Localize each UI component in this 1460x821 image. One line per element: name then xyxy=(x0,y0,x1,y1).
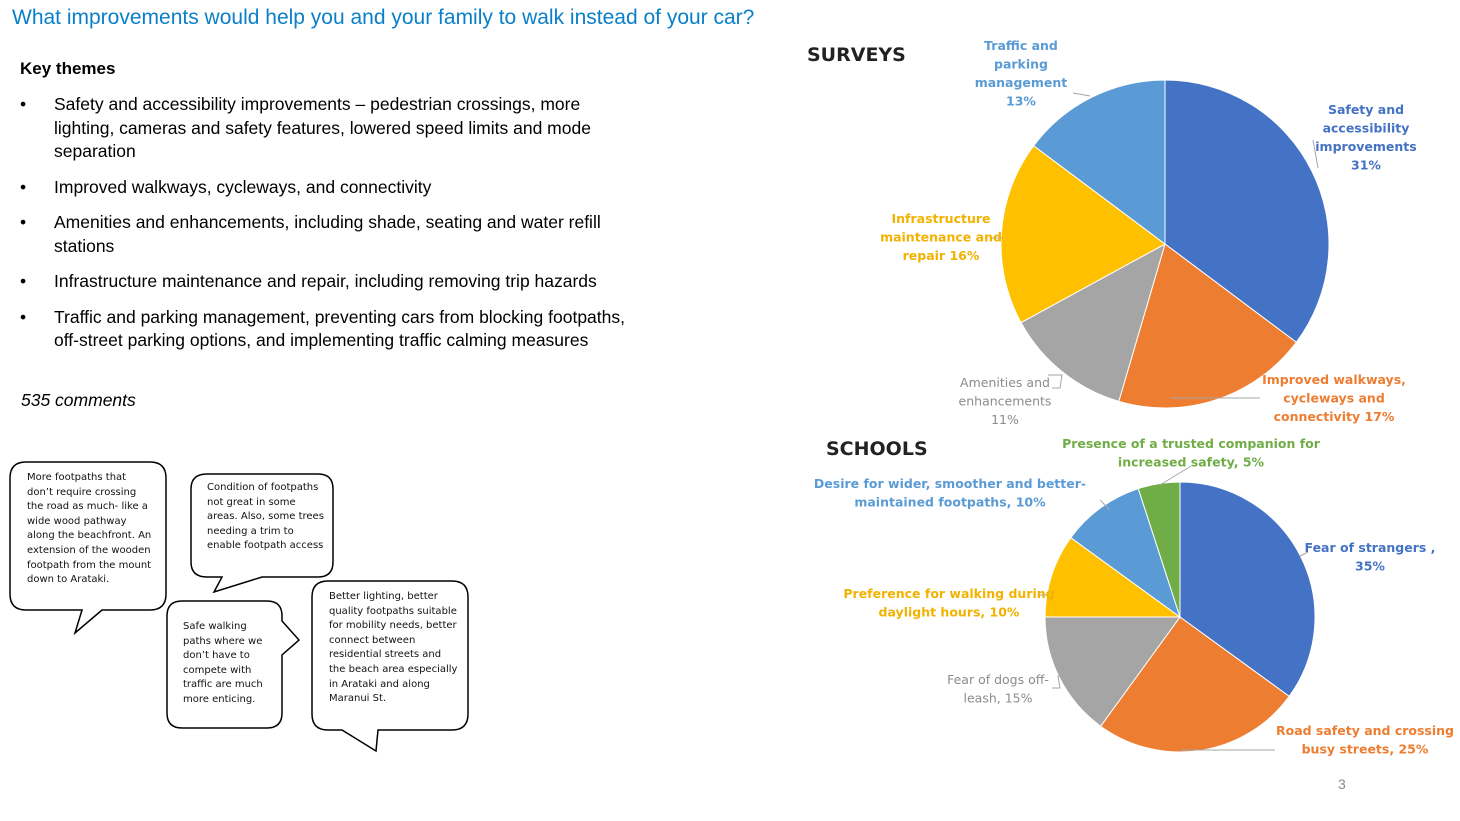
slice-label: Desire for wider, smoother and better-ma… xyxy=(814,476,1086,510)
theme-item: • Safety and accessibility improvements –… xyxy=(20,93,640,164)
bullet-icon: • xyxy=(20,176,27,197)
pie-slice xyxy=(1070,487,1181,619)
speech-bubble-2 xyxy=(190,473,334,594)
comments-count: 535 comments xyxy=(21,390,136,410)
leader-line xyxy=(1048,374,1063,389)
leader-line xyxy=(1299,551,1309,557)
leader-line xyxy=(1099,499,1111,511)
surveys-leader-lines xyxy=(990,92,1319,399)
surveys-heading: SURVEYS xyxy=(807,44,906,66)
schools-heading: SCHOOLS xyxy=(826,438,928,460)
theme-item: • Infrastructure maintenance and repair, … xyxy=(20,270,640,294)
slice-label: Fear of strangers ,35% xyxy=(1305,540,1436,574)
speech-bubble-3 xyxy=(166,600,301,729)
pie-slice xyxy=(1000,145,1166,324)
bullet-icon: • xyxy=(20,306,27,327)
bullet-icon: • xyxy=(20,271,27,291)
slice-label: Fear of dogs off-leash, 15% xyxy=(947,672,1049,706)
quote-text-3: Safe walking paths where we don’t have t… xyxy=(183,621,263,705)
leader-line xyxy=(1072,92,1091,97)
quote-text-1: More footpaths that don’t require crossi… xyxy=(27,472,152,586)
pie-slice xyxy=(1033,79,1166,245)
schools-pie xyxy=(1044,481,1316,753)
pie-slice xyxy=(1164,79,1330,343)
theme-text: Safety and accessibility improvements – … xyxy=(54,94,591,161)
surveys-pie xyxy=(1000,79,1330,409)
speech-bubble-4 xyxy=(311,580,469,753)
theme-text: Traffic and parking management, preventi… xyxy=(54,306,625,351)
theme-text: Amenities and enhancements, including sh… xyxy=(54,212,601,256)
leader-line xyxy=(1312,139,1319,169)
page-title: What improvements would help you and you… xyxy=(12,6,755,29)
key-themes-list: • Safety and accessibility improvements –… xyxy=(20,93,640,365)
leader-line xyxy=(1159,465,1192,486)
schools-labels: Fear of strangers ,35% Road safety and cr… xyxy=(814,436,1454,757)
theme-item: • Improved walkways, cycleways, and conne… xyxy=(20,176,640,200)
schools-leader-lines xyxy=(1040,465,1309,751)
bullet-icon: • xyxy=(20,94,27,114)
speech-bubble-1 xyxy=(9,461,167,636)
theme-item: • Traffic and parking management, prevent… xyxy=(20,306,640,353)
theme-text: Infrastructure maintenance and repair, i… xyxy=(54,271,597,291)
quote-text-4: Better lighting, better quality footpath… xyxy=(329,591,458,705)
leader-line xyxy=(1052,675,1064,689)
pie-slice xyxy=(1137,481,1181,618)
key-themes-heading: Key themes xyxy=(20,59,116,78)
pie-slice xyxy=(1044,536,1182,618)
pie-slice xyxy=(1118,243,1297,409)
theme-item: • Amenities and enhancements, including s… xyxy=(20,211,640,258)
bullet-icon: • xyxy=(20,212,27,232)
pie-slice xyxy=(1020,242,1166,402)
theme-text: Improved walkways, cycleways, and connec… xyxy=(54,176,432,197)
quote-text-2: Condition of footpaths not great in some… xyxy=(207,482,324,552)
page-number: 3 xyxy=(1338,776,1346,792)
pie-slice xyxy=(1044,616,1181,727)
